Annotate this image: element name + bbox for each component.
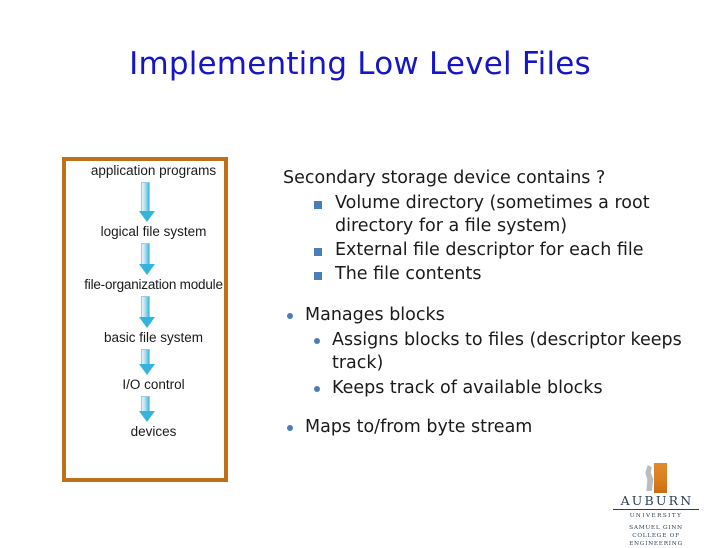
logo-divider [613,509,699,510]
auburn-university-logo: AUBURN UNIVERSITY SAMUEL GINN COLLEGE OF… [605,463,707,547]
maps-list: Maps to/from byte stream [283,416,693,439]
down-arrow-icon [138,243,155,275]
logo-subtitle: UNIVERSITY [629,513,683,519]
list-item: Assigns blocks to files (descriptor keep… [310,329,693,375]
manages-sub-list: Assigns blocks to files (descriptor keep… [283,329,693,400]
list-item: Keeps track of available blocks [310,377,693,400]
down-arrow-icon [138,396,155,422]
layer-label-devices: devices [130,424,177,439]
logo-wordmark: AUBURN [620,493,694,508]
list-item: Volume directory (sometimes a root direc… [312,192,693,238]
list-item: External file descriptor for each file [312,239,693,262]
list-item-manages-blocks: Manages blocks [283,304,693,327]
logo-college-line2: COLLEGE OF ENGINEERING [629,533,683,547]
list-item-maps-byte-stream: Maps to/from byte stream [283,416,693,439]
file-system-layer-diagram: application programs logical file system… [62,157,228,482]
contains-list: Volume directory (sometimes a root direc… [283,192,693,286]
down-arrow-icon [138,182,155,222]
down-arrow-icon [138,349,155,375]
layer-label-io-control: I/O control [122,377,185,392]
lead-question: Secondary storage device contains ? [283,168,606,188]
slide-body: Secondary storage device contains ? Volu… [283,166,693,441]
manages-list: Manages blocks [283,304,693,327]
spacer [283,287,693,304]
page-title: Implementing Low Level Files [129,46,591,82]
layer-label-basic-file-system: basic file system [103,330,204,345]
layer-label-application-programs: application programs [90,163,217,178]
down-arrow-icon [138,296,155,328]
auburn-tower-icon [642,463,670,493]
list-item: The file contents [312,263,693,286]
layer-label-logical-file-system: logical file system [100,224,207,239]
layer-label-file-organization-module: file-organization module [84,277,223,292]
logo-college-line1: SAMUEL GINN [629,525,683,531]
spacer [283,402,693,416]
